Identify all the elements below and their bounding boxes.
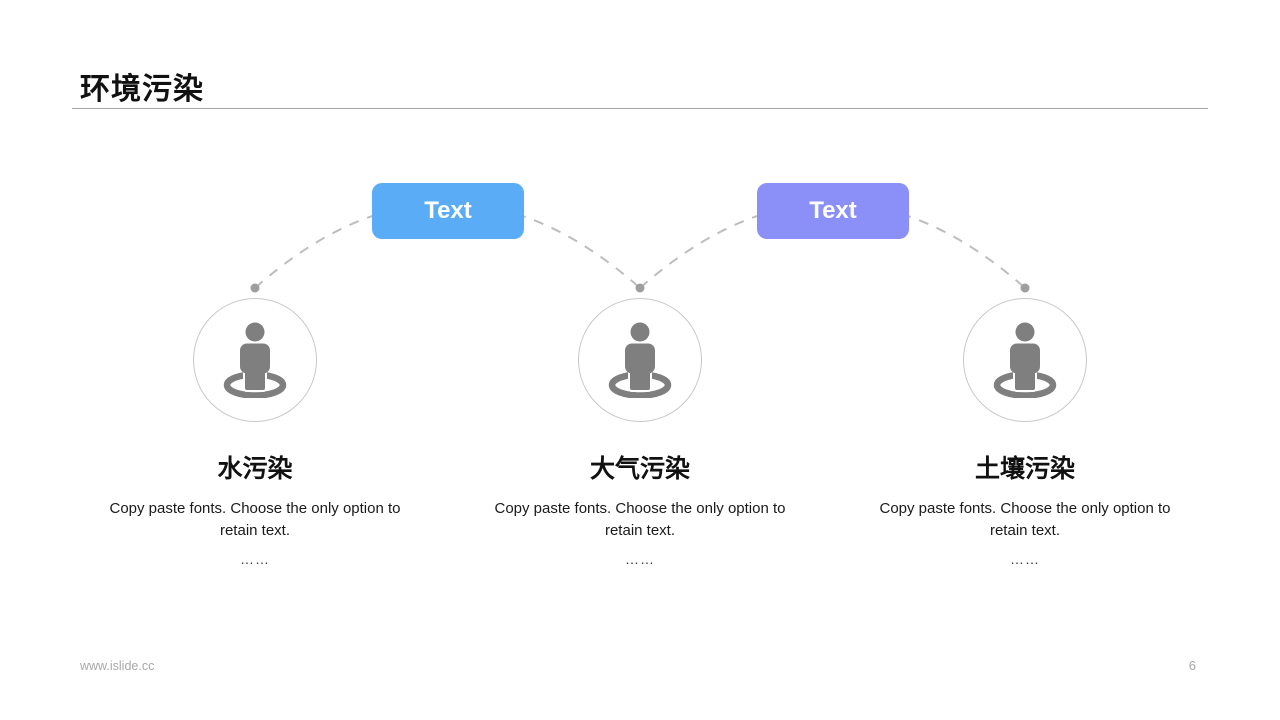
icon-circle: [963, 298, 1087, 422]
person-location-icon: [223, 322, 287, 398]
node-dot: [250, 283, 260, 293]
page-number: 6: [1188, 658, 1196, 673]
page-title: 环境污染: [80, 73, 204, 106]
person-location-icon: [608, 322, 672, 398]
item-ellipsis: ……: [240, 551, 270, 567]
item-air-pollution: 大气污染 Copy paste fonts. Choose the only o…: [470, 298, 810, 567]
item-soil-pollution: 土壤污染 Copy paste fonts. Choose the only o…: [855, 298, 1195, 567]
item-description: Copy paste fonts. Choose the only option…: [879, 500, 1171, 539]
item-ellipsis: ……: [625, 551, 655, 567]
node-dot: [1020, 283, 1030, 293]
title-underline: [72, 108, 1208, 109]
icon-circle: [578, 298, 702, 422]
item-heading: 土壤污染: [974, 455, 1075, 483]
node-dot: [635, 283, 645, 293]
text-button-1[interactable]: Text: [372, 183, 524, 239]
item-description: Copy paste fonts. Choose the only option…: [109, 500, 401, 539]
icon-circle: [193, 298, 317, 422]
footer-website-link[interactable]: www.islide.cc: [80, 659, 155, 673]
item-description: Copy paste fonts. Choose the only option…: [494, 500, 786, 539]
text-button-2[interactable]: Text: [757, 183, 909, 239]
item-ellipsis: ……: [1010, 551, 1040, 567]
item-water-pollution: 水污染 Copy paste fonts. Choose the only op…: [85, 298, 425, 567]
person-location-icon: [993, 322, 1057, 398]
item-heading: 水污染: [217, 455, 293, 483]
item-heading: 大气污染: [589, 455, 690, 483]
